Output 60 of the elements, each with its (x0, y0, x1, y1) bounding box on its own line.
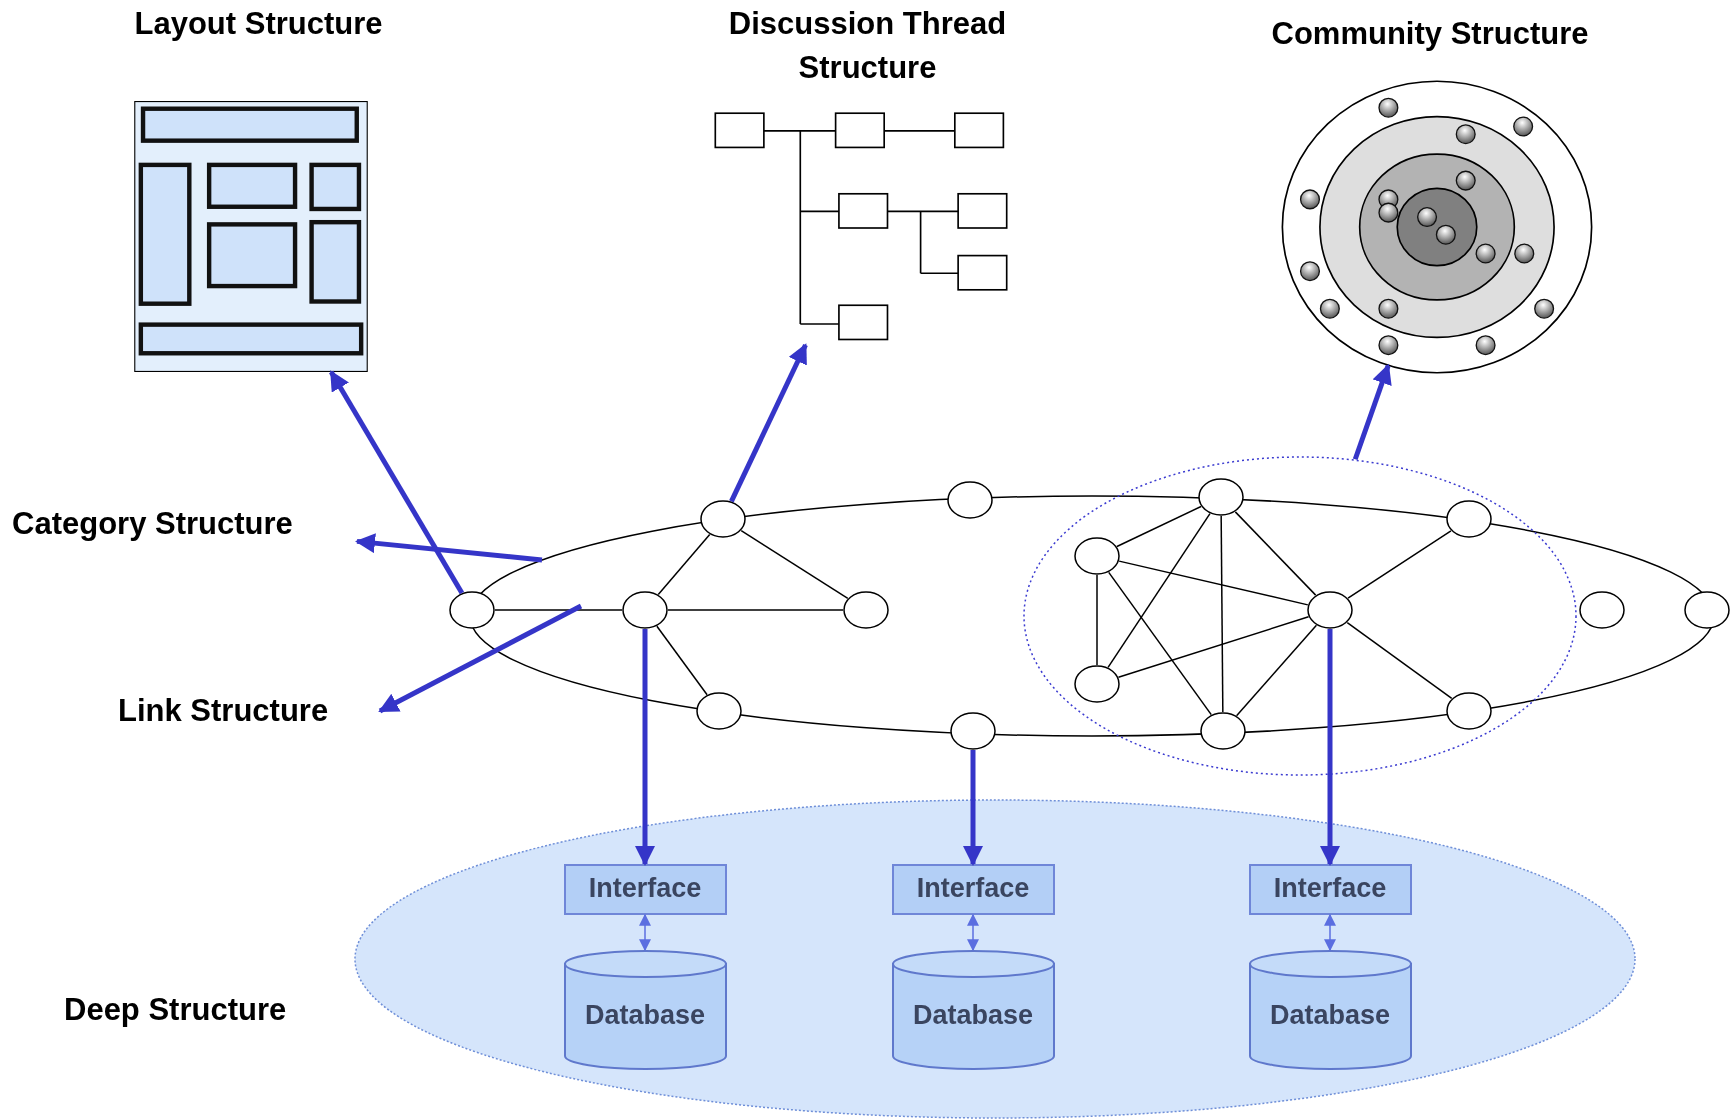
connector-line (1108, 571, 1212, 716)
annotation-label: Category Structure (12, 505, 293, 543)
connector-line (1235, 624, 1318, 717)
graph-node (1684, 591, 1730, 629)
graph-node (947, 481, 993, 519)
arrow (378, 603, 583, 714)
connector-line (1220, 515, 1224, 713)
interface-box (1248, 864, 1412, 915)
section-label: Deep Structure (64, 992, 287, 1028)
database-label: Database (912, 1000, 1034, 1031)
graph-node (1198, 478, 1244, 516)
graph-node (1074, 537, 1120, 575)
interface-box (563, 864, 727, 915)
database-label: Database (1269, 1000, 1391, 1031)
connector-line (1107, 512, 1211, 669)
annotation-label: Link Structure (118, 692, 329, 730)
arrow (963, 750, 983, 866)
connector-line (667, 609, 844, 611)
arrow (1352, 363, 1392, 461)
node-label: Community Structure (1271, 15, 1589, 53)
graph-node (622, 591, 668, 629)
connector-line (1117, 616, 1310, 678)
arrow (967, 913, 979, 952)
graph-node (1307, 591, 1353, 629)
interface-label: Interface (1273, 873, 1387, 904)
graph-node (1074, 665, 1120, 703)
arrow (1320, 629, 1340, 866)
connector-line (656, 625, 708, 696)
graph-node (700, 500, 746, 538)
interface-label: Interface (916, 873, 1030, 904)
graph-node (1446, 692, 1492, 730)
arrow (639, 913, 651, 952)
connector-line (1116, 505, 1202, 548)
graph-node (1200, 712, 1246, 750)
connector-line (1346, 621, 1453, 700)
deep-structure-ellipse (354, 799, 1636, 1119)
arrow (329, 370, 465, 595)
interface-label: Interface (588, 873, 702, 904)
graph-node (1446, 500, 1492, 538)
graph-node (1579, 591, 1625, 629)
database-label: Database (584, 1000, 706, 1031)
connector-line (494, 609, 623, 611)
node-label: Layout Structure (134, 5, 383, 43)
arrow (635, 629, 655, 866)
connector-line (740, 529, 849, 600)
community-boundary (1023, 456, 1577, 776)
connector-line (1347, 530, 1452, 599)
interface-box (891, 864, 1055, 915)
graph-node (950, 712, 996, 750)
connector-line (1234, 511, 1317, 596)
graph-node (696, 692, 742, 730)
node-label: Discussion Thread Structure (727, 5, 1008, 87)
connector-line (1096, 574, 1098, 666)
arrow (729, 343, 808, 503)
arrow (355, 533, 543, 563)
connector-line (657, 533, 711, 596)
graph-node (449, 591, 495, 629)
graph-node (843, 591, 889, 629)
connector-line (1118, 560, 1309, 606)
arrow (1324, 913, 1336, 952)
